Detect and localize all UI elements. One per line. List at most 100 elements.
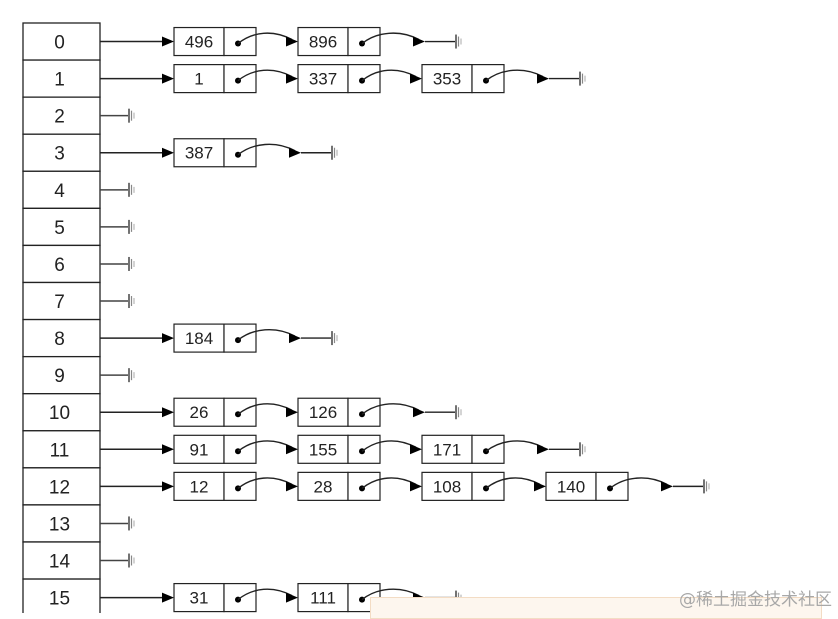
node-value-cell: [545, 471, 597, 501]
bucket-cell: [22, 430, 101, 469]
bucket-row: 9: [22, 355, 135, 395]
bucket-cell: [22, 281, 101, 321]
list-node: 896: [297, 26, 462, 57]
bucket-index: 8: [54, 329, 65, 350]
node-value-cell: [173, 26, 225, 57]
node-value: 12: [190, 477, 209, 496]
null-terminator-icon: [128, 294, 135, 309]
bucket-cell: [22, 244, 101, 284]
list-node: 155: [297, 434, 422, 464]
node-value-cell: [173, 471, 225, 501]
node-value: 126: [309, 403, 337, 422]
arrow-head-icon: [537, 73, 549, 84]
bucket-row: 8 184: [22, 318, 338, 358]
node-pointer-cell: [471, 64, 505, 94]
bucket-cell: [22, 96, 101, 135]
arrow-head-icon: [289, 147, 301, 158]
arrow-head-icon: [162, 147, 174, 158]
bucket-cell: [22, 22, 101, 61]
arrow-head-icon: [162, 407, 174, 418]
arrow-head-icon: [413, 407, 425, 418]
arrow-head-icon: [289, 333, 301, 344]
null-terminator-icon: [455, 405, 462, 420]
list-node: 31: [173, 582, 298, 613]
arrow-head-icon: [162, 333, 174, 344]
list-node: 108: [421, 471, 546, 501]
list-node: 171: [421, 434, 586, 464]
null-terminator-icon: [128, 256, 135, 271]
arrow-head-icon: [537, 444, 549, 455]
bucket-index: 12: [49, 477, 70, 498]
bucket-index: 0: [54, 33, 65, 54]
bucket-index: 6: [54, 255, 65, 276]
null-terminator-icon: [579, 71, 586, 86]
bucket-row: 6: [22, 244, 135, 284]
node-value: 28: [314, 477, 333, 496]
node-value: 337: [309, 70, 337, 89]
node-value: 155: [309, 440, 337, 459]
node-value: 184: [185, 329, 213, 348]
bucket-cell: [22, 133, 101, 172]
bucket-row: 10 26 126: [22, 393, 462, 432]
list-node: 496: [173, 26, 298, 57]
bucket-cell: [22, 59, 101, 98]
node-value: 26: [190, 403, 209, 422]
node-pointer-cell: [347, 26, 381, 57]
bucket-index: 1: [54, 70, 65, 91]
node-value-cell: [297, 471, 349, 501]
node-value: 387: [185, 144, 213, 163]
node-pointer-cell: [347, 434, 381, 464]
node-value-cell: [173, 434, 225, 464]
bucket-index: 10: [49, 403, 70, 424]
arrow-head-icon: [661, 481, 673, 492]
node-value: 108: [433, 477, 461, 496]
null-terminator-icon: [128, 219, 135, 234]
null-terminator-icon: [128, 108, 135, 123]
list-node: 28: [297, 471, 422, 501]
bucket-index: 13: [49, 514, 70, 535]
null-terminator-icon: [128, 182, 135, 197]
node-value-cell: [297, 397, 349, 427]
null-terminator-icon: [128, 516, 135, 531]
node-value-cell: [297, 434, 349, 464]
node-value: 171: [433, 440, 461, 459]
arrow-head-icon: [162, 73, 174, 84]
bucket-index: 5: [54, 218, 65, 239]
null-terminator-icon: [128, 368, 135, 383]
bucket-index: 9: [54, 366, 65, 387]
node-value: 896: [309, 33, 337, 52]
null-terminator-icon: [703, 479, 710, 494]
bucket-cell: [22, 504, 101, 543]
node-value: 353: [433, 70, 461, 89]
node-value: 111: [310, 589, 336, 608]
null-terminator-icon: [455, 34, 462, 49]
arrow-head-icon: [413, 36, 425, 47]
bucket-cell: [22, 207, 101, 247]
node-value-cell: [173, 323, 225, 353]
node-value-cell: [173, 138, 225, 168]
null-terminator-icon: [579, 442, 586, 457]
list-node: 26: [173, 397, 298, 427]
arrow-head-icon: [162, 444, 174, 455]
arrow-head-icon: [534, 481, 546, 492]
bucket-row: 5: [22, 207, 135, 247]
null-terminator-icon: [331, 145, 338, 160]
null-terminator-icon: [128, 553, 135, 568]
bucket-cell: [22, 355, 101, 395]
bucket-row: 13: [22, 504, 135, 543]
arrow-head-icon: [410, 481, 422, 492]
list-node: 91: [173, 434, 298, 464]
bucket-index: 4: [54, 181, 65, 202]
arrow-head-icon: [286, 73, 298, 84]
arrow-head-icon: [286, 407, 298, 418]
bucket-row: 11 91 155 171: [22, 430, 586, 469]
arrow-head-icon: [286, 444, 298, 455]
bucket-row: 7: [22, 281, 135, 321]
bucket-index: 11: [50, 440, 70, 461]
list-node: 337: [297, 64, 422, 94]
node-value-cell: [421, 64, 473, 94]
